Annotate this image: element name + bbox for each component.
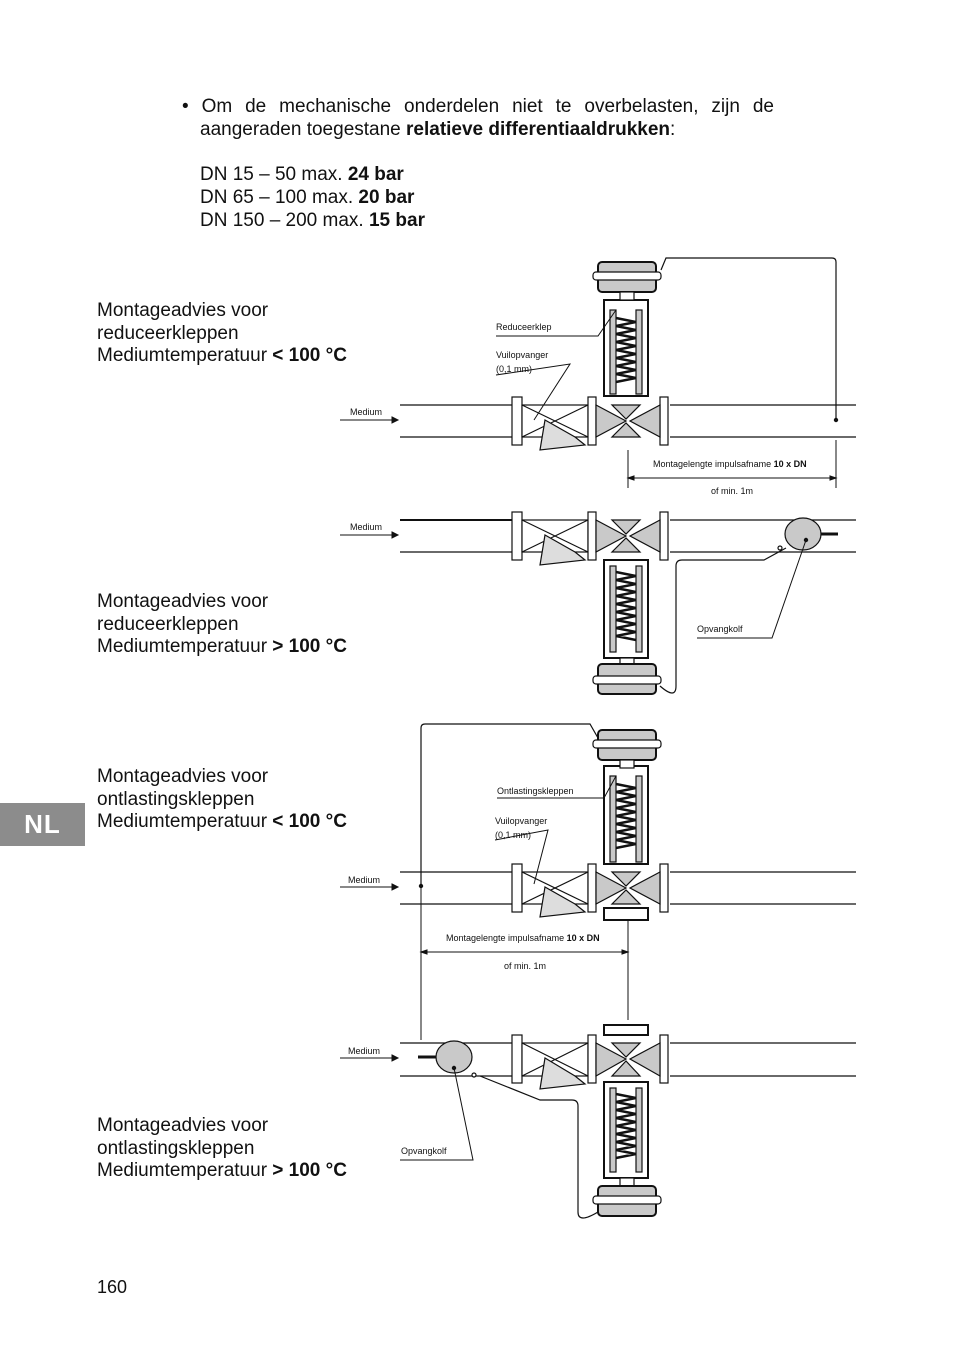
vuilopvanger-mesh-label: (0,1 mm): [496, 364, 532, 374]
medium-label: Medium: [348, 1046, 380, 1056]
reduceerklep-label: Reduceerklep: [496, 322, 552, 332]
diagram-text-labels: Medium Medium Medium Medium Reduceerklep…: [348, 322, 807, 1156]
medium-label: Medium: [348, 875, 380, 885]
diagram-reduceer-lt100: [400, 257, 856, 451]
vuilopvanger-mesh-label: (0,1 mm): [495, 830, 531, 840]
label-leaders: [340, 309, 838, 1161]
dn-limit-row: DN 15 – 50 max. 24 bar: [200, 164, 404, 185]
intro-line-1: • Om de mechanische onderdelen niet te o…: [182, 96, 774, 117]
montagelengte-label: Montagelengte impulsafname 10 x DN: [653, 459, 807, 469]
min-length-label: of min. 1m: [711, 486, 753, 496]
min-length-label: of min. 1m: [504, 961, 546, 971]
language-tab-nl: NL: [0, 803, 85, 846]
page-number: 160: [97, 1277, 128, 1297]
vuilopvanger-label: Vuilopvanger: [495, 816, 547, 826]
intro-paragraph: • Om de mechanische onderdelen niet te o…: [182, 95, 774, 141]
bullet: •: [182, 96, 189, 117]
intro-line-2: aangeraden toegestane relatieve differen…: [200, 119, 676, 140]
ontlastingskleppen-label: Ontlastingskleppen: [497, 786, 574, 796]
dn-limits: DN 15 – 50 max. 24 bar DN 65 – 100 max. …: [200, 163, 425, 232]
opvangkolf-label: Opvangkolf: [697, 624, 743, 634]
diagram-reduceer-gt100: [400, 511, 856, 695]
diagram-ontlasting-lt100: [400, 723, 856, 921]
dn-limit-row: DN 65 – 100 max. 20 bar: [200, 187, 415, 208]
medium-label: Medium: [350, 407, 382, 417]
diagram-ontlasting-gt100: [400, 1024, 856, 1219]
montagelengte-label: Montagelengte impulsafname 10 x DN: [446, 933, 600, 943]
medium-label: Medium: [350, 522, 382, 532]
dn-limit-row: DN 150 – 200 max. 15 bar: [200, 210, 425, 231]
opvangkolf-label: Opvangkolf: [401, 1146, 447, 1156]
vuilopvanger-label: Vuilopvanger: [496, 350, 548, 360]
